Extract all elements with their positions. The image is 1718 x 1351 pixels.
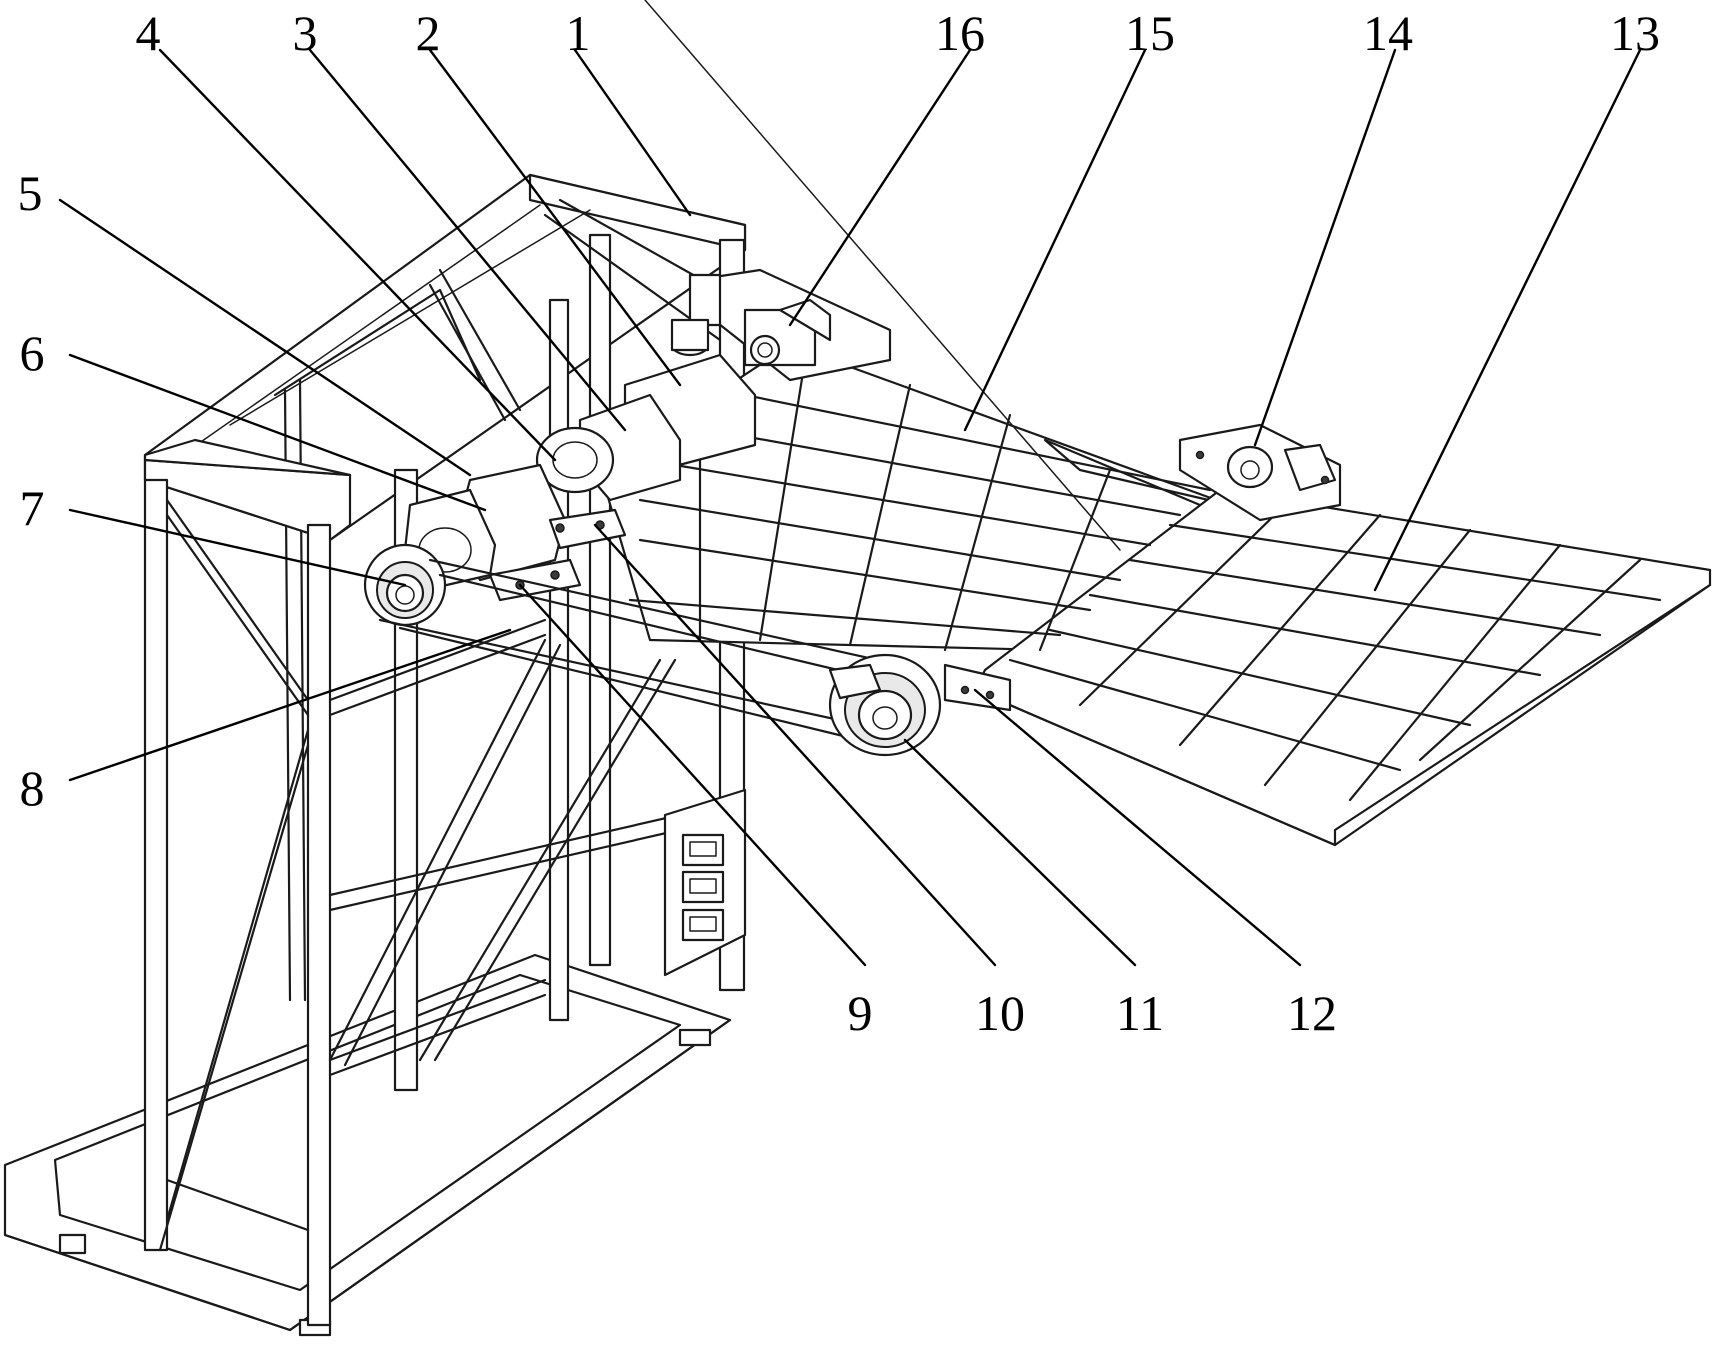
callout-4: 4 (136, 5, 161, 61)
callout-16: 16 (935, 5, 985, 61)
callout-10: 10 (975, 985, 1025, 1041)
callout-9: 9 (848, 985, 873, 1041)
leader-15 (965, 50, 1145, 430)
callout-5: 5 (18, 165, 43, 221)
leader-8 (70, 630, 510, 780)
callout-1: 1 (566, 5, 591, 61)
callout-7: 7 (20, 480, 45, 536)
callout-8: 8 (20, 760, 45, 816)
callout-15: 15 (1125, 5, 1175, 61)
callout-14: 14 (1363, 5, 1413, 61)
callout-3: 3 (293, 5, 318, 61)
leader-11 (905, 740, 1135, 965)
leader-16 (790, 50, 970, 325)
callout-2: 2 (416, 5, 441, 61)
callout-12: 12 (1287, 985, 1337, 1041)
support-frame (5, 175, 745, 1335)
callout-6: 6 (20, 325, 45, 381)
callout-13: 13 (1610, 5, 1660, 61)
callout-11: 11 (1116, 985, 1164, 1041)
leader-14 (1255, 50, 1395, 445)
leader-13 (1375, 50, 1640, 590)
